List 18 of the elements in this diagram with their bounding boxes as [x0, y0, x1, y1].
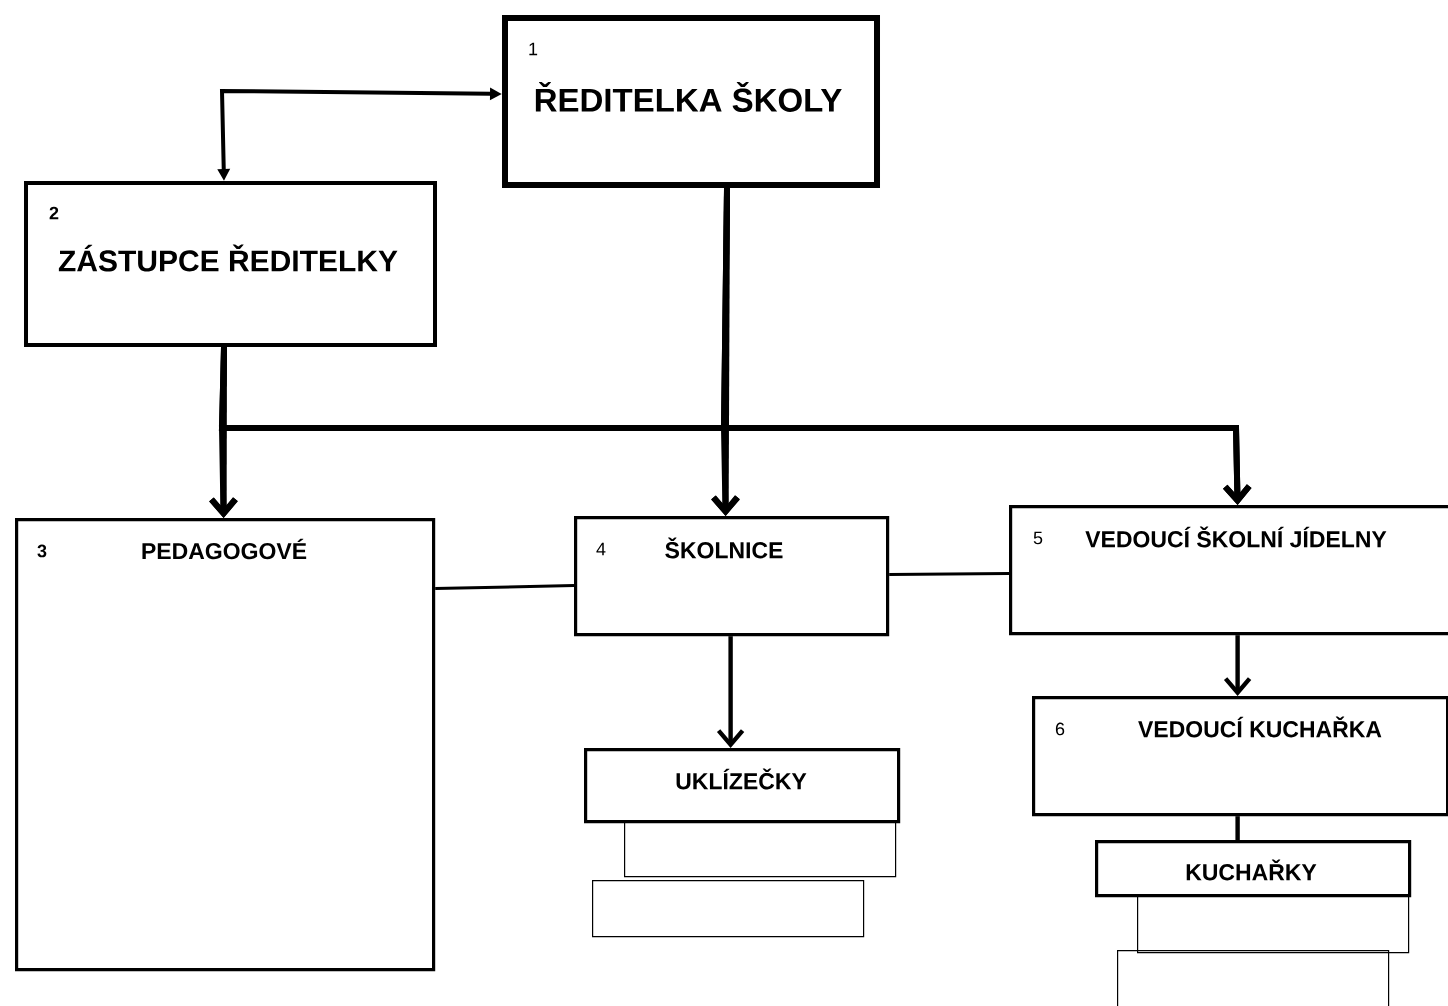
empty-box [1137, 894, 1410, 954]
org-box: KUCHAŘKY [1095, 840, 1412, 898]
empty-box [1117, 950, 1390, 1006]
connector [720, 187, 1252, 505]
org-box: UKLÍZEČKY [584, 748, 901, 824]
org-box: 5 VEDOUCÍ ŠKOLNÍ JÍDELNY [1009, 505, 1448, 636]
connector [435, 584, 575, 591]
org-box: 1 ŘEDITELKA ŠKOLY [502, 15, 880, 188]
connector [1235, 816, 1240, 840]
connector [1223, 635, 1252, 696]
empty-box [592, 880, 865, 938]
org-box: 2 ZÁSTUPCE ŘEDITELKY [24, 181, 437, 347]
empty-box [624, 820, 897, 878]
org-box: 6 VEDOUCÍ KUCHAŘKA [1032, 696, 1448, 817]
org-box: 4 ŠKOLNICE [574, 516, 890, 637]
org-box: 3 PEDAGOGOVÉ [15, 518, 436, 972]
connector [889, 572, 1009, 577]
connector [716, 636, 745, 748]
